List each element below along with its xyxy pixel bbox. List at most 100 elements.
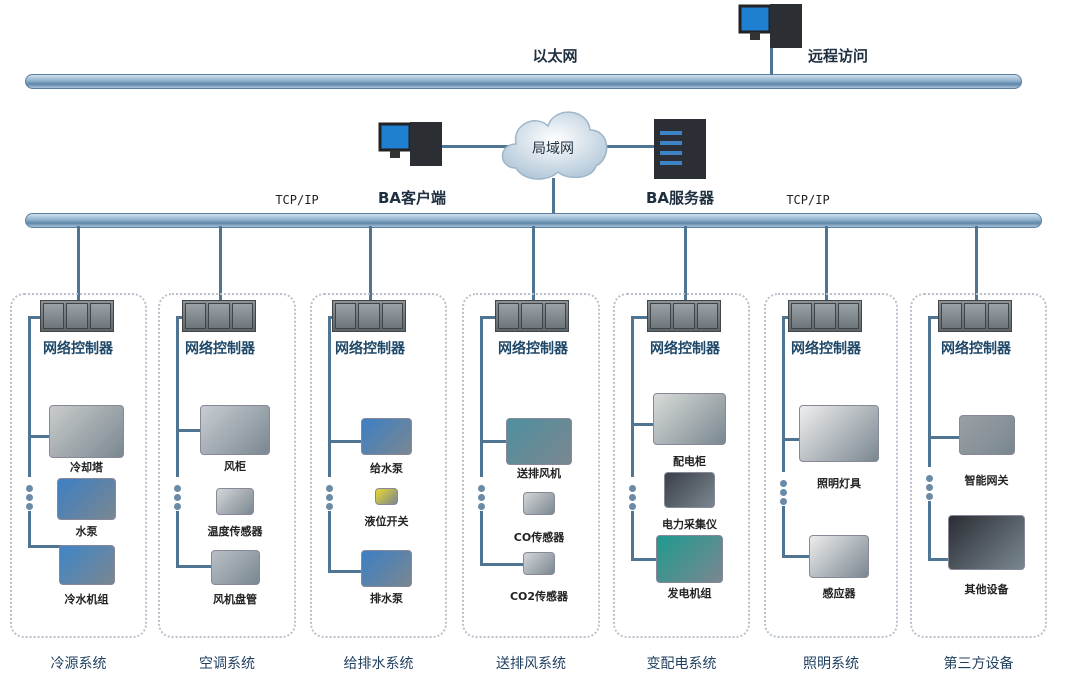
water-pump-icon — [57, 478, 116, 520]
device-label: 给水泵 — [370, 462, 403, 475]
controller-trunk-lower — [631, 511, 634, 560]
controller-label: 网络控制器 — [941, 341, 1011, 357]
ellipsis-dot — [26, 503, 33, 510]
bus-drop-line — [825, 226, 828, 300]
light-bulb-icon — [799, 405, 879, 462]
controller-trunk — [480, 316, 483, 477]
controller-trunk-lower — [782, 506, 785, 557]
device-label: 其他设备 — [964, 583, 1009, 596]
remote-access-label: 远程访问 — [807, 47, 869, 65]
supply-pump-icon — [360, 418, 413, 455]
controller-label: 网络控制器 — [43, 341, 113, 357]
device-branch — [631, 558, 661, 561]
bus-drop-line — [369, 226, 372, 300]
gateway-icon — [958, 415, 1015, 455]
device-branch — [480, 440, 511, 443]
system-name-label: 照明系统 — [803, 656, 859, 672]
device-label: 冷水机组 — [64, 593, 109, 606]
device-label: 排水泵 — [370, 592, 403, 605]
client-lan-link — [440, 145, 510, 148]
device-branch — [328, 570, 365, 573]
subsystem-panel — [310, 293, 447, 638]
device-branch — [28, 435, 55, 438]
device-label: 风柜 — [224, 460, 246, 473]
ellipsis-dot — [174, 494, 181, 501]
co-sensor-icon — [522, 492, 556, 515]
temperature-sensor-icon — [216, 488, 254, 515]
subsystem-panel — [613, 293, 750, 638]
ellipsis-dot — [629, 494, 636, 501]
subsystem-panel — [462, 293, 600, 638]
tcp-ip-label-left: TCP/IP — [275, 193, 319, 207]
controller-trunk — [328, 316, 331, 477]
ellipsis-dot — [26, 485, 33, 492]
device-label: 水泵 — [75, 525, 98, 538]
device-branch — [782, 438, 805, 441]
device-branch — [328, 440, 365, 443]
device-label: 液位开关 — [364, 515, 409, 528]
bus-drop-line — [684, 226, 687, 300]
ellipsis-dot — [780, 480, 787, 487]
bus-drop-line — [219, 226, 222, 300]
ellipsis-dot — [629, 503, 636, 510]
device-label: 配电柜 — [673, 455, 706, 468]
ellipsis-dot — [326, 494, 333, 501]
ellipsis-dot — [478, 494, 485, 501]
controller-label: 网络控制器 — [650, 341, 720, 357]
device-label: CO2传感器 — [509, 590, 569, 603]
network-controller-icon — [332, 300, 406, 332]
bus-drop-line — [975, 226, 978, 300]
ba-client-computer-icon — [378, 122, 442, 166]
subsystem-panel — [10, 293, 147, 638]
generator-icon — [655, 535, 724, 583]
ellipsis-dot — [780, 489, 787, 496]
server-lan-link — [600, 145, 655, 148]
subsystem-panel — [158, 293, 296, 638]
lan-cloud-icon — [501, 111, 608, 180]
ellipsis-dot — [174, 485, 181, 492]
ellipsis-dot — [926, 475, 933, 482]
controller-label: 网络控制器 — [185, 341, 255, 357]
power-meter-icon — [664, 472, 715, 508]
system-name-label: 冷源系统 — [50, 656, 107, 672]
drain-pump-icon — [360, 550, 413, 587]
network-controller-icon — [182, 300, 256, 332]
ellipsis-dot — [780, 498, 787, 505]
device-branch — [480, 563, 526, 566]
network-controller-icon — [495, 300, 569, 332]
ellipsis-dot — [926, 493, 933, 500]
device-label: CO传感器 — [513, 531, 565, 544]
controller-trunk — [631, 316, 634, 477]
device-branch — [631, 423, 659, 426]
system-name-label: 空调系统 — [199, 656, 255, 672]
network-controller-icon — [40, 300, 114, 332]
chiller-icon — [58, 545, 115, 585]
device-label: 温度传感器 — [207, 525, 263, 538]
subsystem-panel — [910, 293, 1047, 638]
controller-label: 网络控制器 — [335, 341, 405, 357]
bus-drop-line — [77, 226, 80, 300]
controller-trunk-lower — [328, 511, 331, 572]
system-name-label: 变配电系统 — [646, 656, 717, 672]
system-name-label: 第三方设备 — [943, 656, 1014, 672]
lan-to-bus-link — [552, 178, 555, 214]
remote-computer-icon — [738, 4, 802, 48]
controller-branch — [176, 316, 182, 319]
controller-branch — [480, 316, 495, 319]
tcp-ip-label-right: TCP/IP — [786, 193, 830, 207]
controller-trunk-lower — [28, 511, 31, 547]
ellipsis-dot — [26, 494, 33, 501]
ellipsis-dot — [174, 503, 181, 510]
device-branch — [176, 429, 205, 432]
remote-link — [770, 45, 773, 75]
co2-sensor-icon — [522, 552, 556, 575]
network-controller-icon — [938, 300, 1012, 332]
device-branch — [928, 558, 954, 561]
ventilation-fan-icon — [506, 418, 572, 465]
controller-label: 网络控制器 — [498, 341, 568, 357]
air-handler-icon — [200, 405, 270, 455]
server-rack-icon — [948, 515, 1025, 570]
controller-trunk — [28, 316, 31, 477]
device-branch — [28, 545, 63, 548]
fan-coil-icon — [210, 550, 260, 585]
